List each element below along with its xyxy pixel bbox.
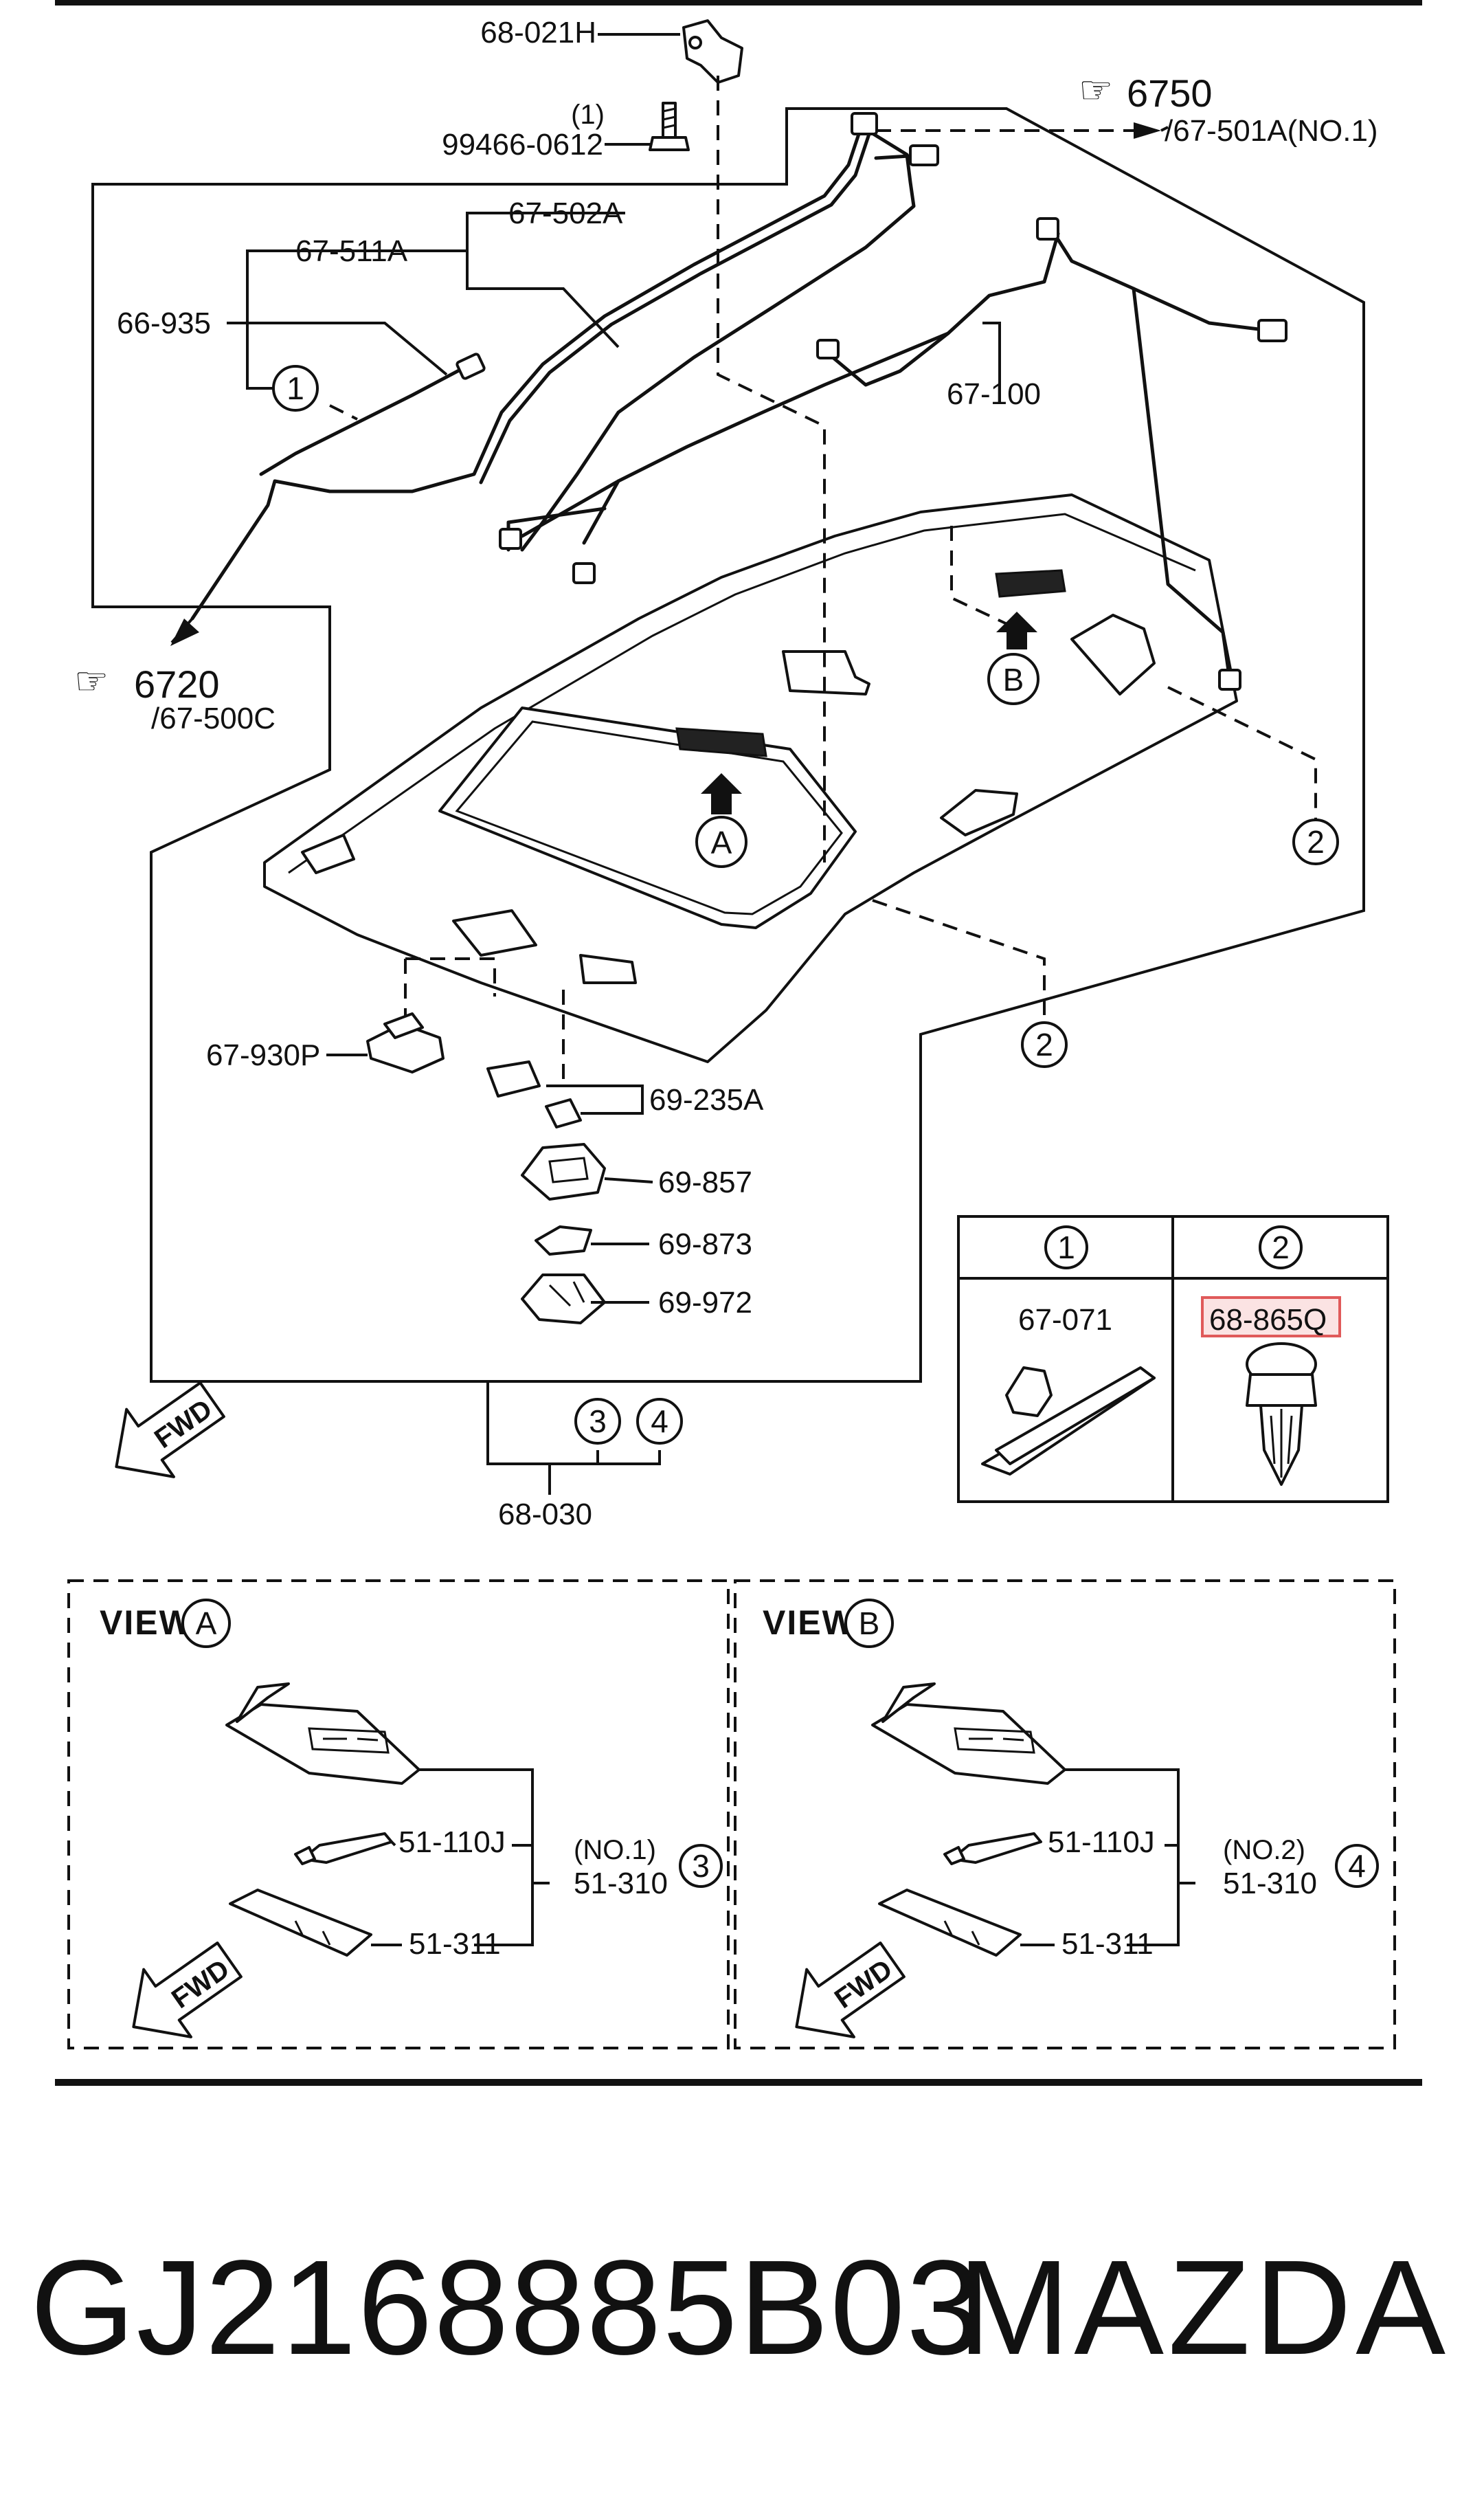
view-a-lens	[229, 1889, 372, 1957]
label-screw: 99466-0612	[442, 128, 603, 162]
lamp4-marker-text: 4	[651, 1403, 668, 1439]
view-b-panel: VIEW B 51-110J (NO.2) 51-310 51-311 4 FW…	[734, 1579, 1396, 2049]
arrow-to-6720	[170, 619, 199, 646]
label-ref-top-sub: /67-501A(NO.1)	[1165, 114, 1378, 148]
harness-67-502A	[190, 112, 939, 621]
label-harness-main: 67-502A	[508, 197, 623, 230]
view-b-assy-label: 51-310	[1223, 1867, 1317, 1900]
clip-67-071-drawing	[981, 1366, 1156, 1476]
view-a-fwd-arrow: FWD	[132, 1942, 243, 2038]
lamp3-marker	[574, 1398, 621, 1445]
lamp4-marker	[636, 1398, 683, 1445]
clip-table-col2-part: 68-865Q	[1209, 1303, 1327, 1337]
switch-67-930P	[366, 1012, 445, 1073]
label-bracket: 68-021H	[480, 16, 596, 49]
view-a-bulb-label: 51-110J	[398, 1825, 506, 1859]
harness-67-100	[499, 217, 1288, 691]
view-b-no-label: (NO.2)	[1223, 1835, 1305, 1865]
bracket-68-021H	[682, 19, 743, 84]
screw-99466-0612	[649, 102, 690, 151]
ref-left-icon: ☞	[74, 659, 109, 702]
label-ref-left: 6720	[134, 663, 220, 706]
clip2-marker-bottom	[1021, 1021, 1068, 1068]
view-a-marker-text: A	[711, 825, 732, 860]
view-b-lens	[878, 1889, 1022, 1957]
view-b-marker	[987, 653, 1039, 705]
view-b-fwd-arrow: FWD	[795, 1942, 906, 2038]
clip2-marker-right	[1292, 819, 1339, 865]
fwd-arrow-main: FWD	[115, 1381, 225, 1478]
ref-top-icon: ☞	[1079, 68, 1113, 111]
label-lamp-cover: 69-873	[658, 1227, 752, 1261]
lamp-body-69-857	[521, 1143, 606, 1201]
lamp-cover-69-873	[535, 1225, 592, 1256]
view-b-lamp-housing	[871, 1682, 1066, 1785]
view-a-lens-label: 51-311	[409, 1927, 501, 1961]
socket-69-235A	[486, 1060, 582, 1128]
footer-brand: MAZDA	[958, 2232, 1450, 2383]
label-map-lamp-assy: 68-030	[498, 1498, 592, 1531]
label-ref-top: 6750	[1127, 71, 1213, 115]
footer-part-number: GJ2168885B03	[30, 2232, 983, 2383]
view-b-panel-marker: B	[859, 1605, 880, 1641]
label-lamp-body: 69-857	[658, 1166, 752, 1199]
view-a-panel: VIEW A 51-110J (NO.1) 51-310 51-311 3 FW…	[67, 1579, 730, 2049]
view-b-bulb-label: 51-110J	[1048, 1825, 1155, 1859]
label-harness-front: 66-935	[117, 307, 211, 340]
footer: GJ2168885B03 MAZDA	[0, 2240, 1484, 2405]
harness-66-935	[259, 353, 486, 476]
view-b-bulb	[943, 1832, 1042, 1865]
clip1-marker	[272, 365, 319, 412]
view-a-panel-marker: A	[196, 1605, 217, 1641]
label-ref-left-sub: /67-500C	[151, 702, 276, 735]
headliner	[263, 493, 1238, 1063]
view-a-title: VIEW	[100, 1603, 193, 1642]
view-a-arrow	[701, 773, 742, 814]
view-b-lens-label: 51-311	[1061, 1927, 1154, 1961]
highlight-box	[1201, 1296, 1341, 1337]
view-a-assy-label: 51-310	[574, 1867, 668, 1900]
lamp-lens-69-972	[521, 1273, 606, 1324]
view-b-title: VIEW	[763, 1603, 856, 1642]
label-lamp-lens: 69-972	[658, 1286, 752, 1320]
label-screw-qty: (1)	[571, 100, 605, 130]
label-socket: 69-235A	[649, 1083, 764, 1117]
label-harness-roof: 67-100	[947, 377, 1041, 411]
clip-68-865Q-drawing	[1246, 1342, 1317, 1486]
clip-table: 1 2 67-071 68-865Q	[957, 1215, 1389, 1503]
label-harness-sub: 67-511A	[295, 234, 408, 268]
view-b-index: 4	[1348, 1848, 1366, 1884]
view-a-lamp-housing	[225, 1682, 420, 1785]
clip-table-col1-header: 1	[1057, 1230, 1075, 1265]
clip2-marker-bottom-text: 2	[1035, 1027, 1053, 1063]
view-a-marker	[695, 816, 747, 868]
assembly-boundary	[91, 107, 1365, 1383]
view-b-marker-text: B	[1003, 662, 1024, 698]
clip-table-col2-header: 2	[1272, 1230, 1290, 1265]
view-a-bulb	[294, 1832, 393, 1865]
lamp-recess-a	[675, 727, 767, 757]
view-a-index: 3	[692, 1848, 710, 1884]
arrow-to-6750	[1134, 122, 1161, 139]
clip1-marker-text: 1	[286, 370, 304, 406]
label-switch: 67-930P	[206, 1038, 320, 1072]
lamp3-marker-text: 3	[589, 1403, 607, 1439]
clip2-marker-right-text: 2	[1307, 824, 1325, 860]
view-a-no-label: (NO.1)	[574, 1835, 656, 1865]
lamp-recess-b	[995, 569, 1066, 598]
view-b-arrow	[996, 612, 1037, 649]
clip-table-col1-part: 67-071	[1018, 1303, 1112, 1337]
